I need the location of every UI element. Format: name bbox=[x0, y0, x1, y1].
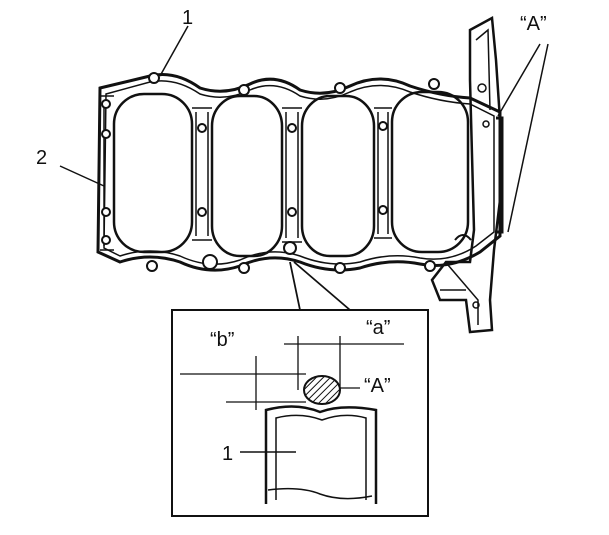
cylinder-bore-1 bbox=[112, 92, 194, 254]
label-dim-a: “a” bbox=[366, 317, 390, 339]
cylinder-bore-3 bbox=[300, 94, 376, 258]
leader-lines-top bbox=[59, 25, 549, 233]
cylinder-section bbox=[264, 405, 378, 504]
label-dim-b: “b” bbox=[210, 329, 234, 351]
dimension-lines bbox=[180, 336, 404, 410]
cylinder-bores bbox=[112, 90, 470, 258]
label-area-A-detail: “A” bbox=[364, 375, 391, 397]
side-cover-plate bbox=[430, 15, 502, 334]
label-part-1-detail: 1 bbox=[222, 443, 233, 465]
oil-pan-gasket bbox=[96, 73, 502, 272]
label-part-2: 2 bbox=[36, 147, 47, 169]
cylinder-bore-4 bbox=[390, 90, 470, 254]
detail-box bbox=[171, 309, 429, 517]
sealant-bead-section bbox=[303, 375, 341, 405]
label-part-1-top: 1 bbox=[182, 7, 193, 29]
sealant-beads-right bbox=[496, 116, 504, 234]
label-area-A-top: “A” bbox=[520, 13, 547, 35]
gasket-webs bbox=[100, 95, 392, 251]
cylinder-bore-2 bbox=[210, 94, 284, 258]
bolt-holes bbox=[101, 72, 440, 274]
